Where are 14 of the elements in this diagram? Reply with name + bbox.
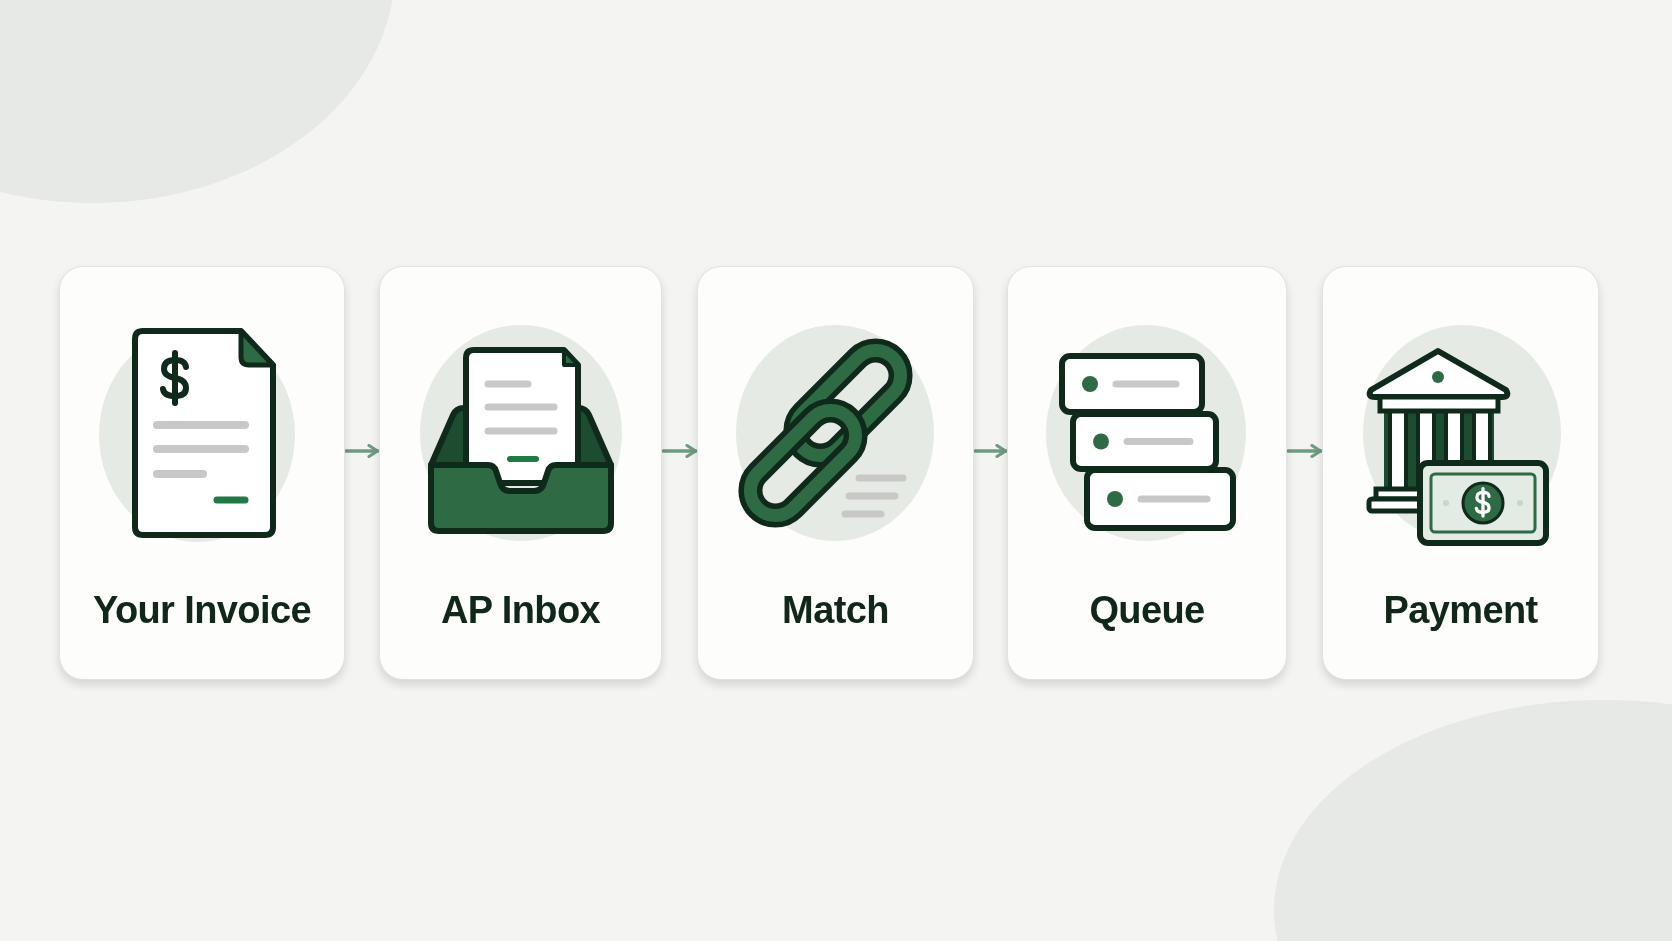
process-card <box>1007 266 1287 680</box>
process-card <box>59 266 345 680</box>
process-card <box>697 266 974 680</box>
arrow <box>973 443 1008 459</box>
card-label: AP Inbox <box>439 588 602 633</box>
process-card <box>379 266 662 680</box>
card-label: Match <box>781 588 890 633</box>
card-label: Payment <box>1382 588 1539 633</box>
arrow <box>661 443 698 459</box>
card-label: Your Invoice <box>91 588 312 633</box>
arrow <box>1286 443 1323 459</box>
arrow <box>344 443 380 459</box>
process-card <box>1322 266 1599 680</box>
card-label: Queue <box>1088 588 1206 633</box>
